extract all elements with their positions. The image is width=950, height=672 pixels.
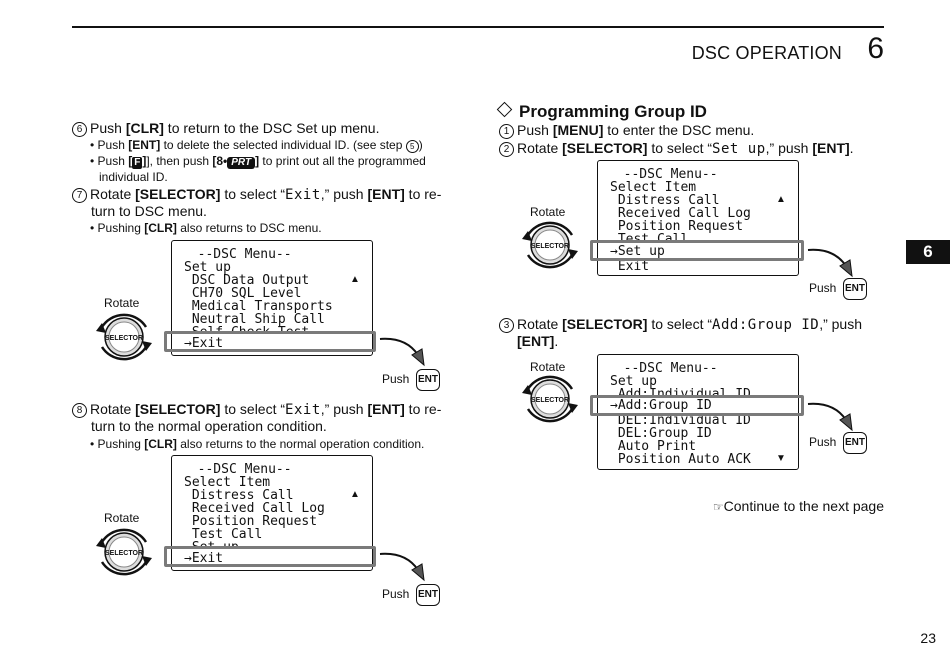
push-label: Push [382,372,410,386]
step-6-bullet-2: • Push [F]], then push [8•PRT] to print … [90,154,426,169]
curved-arrow-icon [379,337,425,367]
step-3-cont: [ENT]. [517,333,559,349]
selector-dial-icon[interactable]: SELECTOR [518,213,582,277]
selector-dial-icon[interactable]: SELECTOR [92,305,156,369]
key-f-icon: F [132,157,143,169]
svg-text:SELECTOR: SELECTOR [531,243,569,250]
lcd-screen-set-up: --DSC Menu-- Set up DSC Data Output CH70… [171,240,373,356]
page-number: 23 [920,630,936,646]
rotate-label: Rotate [530,205,566,219]
lcd-screen-add-group-id: --DSC Menu-- Set up Add:Individual ID →A… [597,354,799,470]
push-label: Push [382,587,410,601]
step-6-bullet-1: • Push [ENT] to delete the selected indi… [90,138,423,153]
diamond-icon [496,101,513,118]
highlight-box [164,546,376,567]
section-title: DSC OPERATION [691,43,842,63]
step-number: 6 [72,122,87,137]
rotate-label: Rotate [104,296,140,310]
ent-key-icon[interactable]: ENT [843,432,867,454]
top-rule [72,26,884,28]
svg-text:SELECTOR: SELECTOR [105,335,143,342]
chapter-tab: 6 [906,240,950,264]
continue-note: ☞Continue to the next page [712,498,884,514]
curved-arrow-icon [379,552,425,582]
selector-dial-icon[interactable]: SELECTOR [92,520,156,584]
scroll-up-icon: ▲ [350,489,360,500]
highlight-box [164,331,376,352]
step-8-cont: turn to the normal operation condition. [91,418,327,434]
push-label: Push [809,281,837,295]
ent-key-icon[interactable]: ENT [843,278,867,300]
programming-group-id-heading: Programming Group ID [496,101,707,120]
highlight-box [590,240,804,261]
step-7-cont: turn to DSC menu. [91,203,207,219]
rotate-label: Rotate [104,511,140,525]
ent-key-icon[interactable]: ENT [416,584,440,606]
curved-arrow-icon [807,402,853,432]
step-6-bullet-2-cont: individual ID. [99,170,168,184]
scroll-up-icon: ▲ [776,194,786,205]
pointing-hand-icon: ☞ [712,500,724,514]
scroll-up-icon: ▲ [350,274,360,285]
lcd-screen-select-item: --DSC Menu-- Select Item Distress Call R… [171,455,373,571]
scroll-down-icon: ▼ [776,453,786,464]
push-label: Push [809,435,837,449]
lcd-screen-select-item-set-up: --DSC Menu-- Select Item Distress Call R… [597,160,799,276]
key-prt-icon: PRT [227,157,256,169]
selector-dial-icon[interactable]: SELECTOR [518,367,582,431]
section-number: 6 [867,32,884,65]
step-7-bullet: • Pushing [CLR] also returns to DSC menu… [90,221,322,235]
svg-text:SELECTOR: SELECTOR [105,550,143,557]
svg-text:SELECTOR: SELECTOR [531,397,569,404]
ent-key-icon[interactable]: ENT [416,369,440,391]
step-8-bullet: • Pushing [CLR] also returns to the norm… [90,437,425,451]
curved-arrow-icon [807,248,853,278]
key-clr: [CLR] [125,120,164,136]
highlight-box [590,395,804,416]
rotate-label: Rotate [530,360,566,374]
